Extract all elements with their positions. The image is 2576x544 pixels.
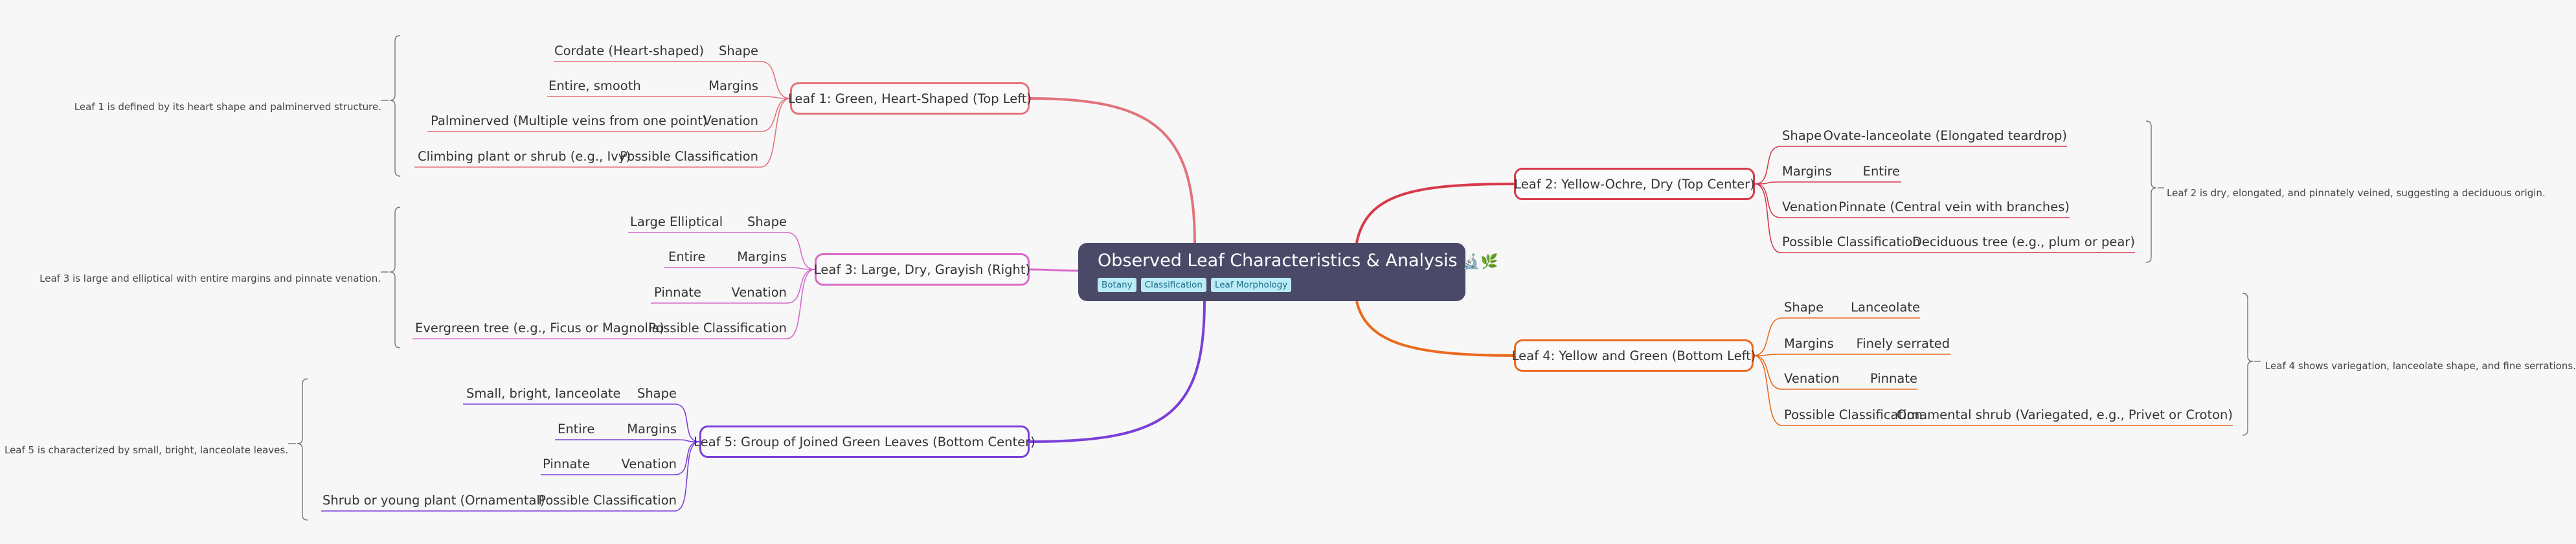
attr-link-leaf-2 [1754,181,1781,185]
attr-label-margins: Margins [1782,164,1832,179]
attr-label-margins: Margins [737,249,787,264]
branch-node-leaf-3[interactable]: Leaf 3: Large, Dry, Grayish (Right) [813,253,1031,286]
attr-label-shape: Shape [1784,300,1824,315]
root-tags: Botany Classification Leaf Morphology [1098,278,1446,292]
attr-value-venation: Pinnate (Central vein with branches) [1838,199,2070,214]
attr-link-leaf-5 [674,441,700,475]
attr-value-shape: Cordate (Heart-shaped) [554,43,705,58]
branch-node-leaf-2[interactable]: Leaf 2: Yellow-Ochre, Dry (Top Center) [1514,168,1755,200]
attr-label-classification: Possible Classification [648,321,787,335]
attr-value-classification: Evergreen tree (e.g., Ficus or Magnolia) [415,321,664,335]
summary-brace-leaf-1 [389,35,401,177]
branch-summary: Leaf 1 is defined by its heart shape and… [74,101,381,113]
branch-summary: Leaf 2 is dry, elongated, and pinnately … [2167,187,2546,199]
attr-link-leaf-2 [1754,183,1781,253]
attr-value-margins: Finely serrated [1856,336,1950,351]
attr-value-shape: Lanceolate [1851,300,1920,315]
root-link-leaf-1 [1029,97,1196,244]
attr-link-leaf-4 [1753,354,1783,356]
attr-label-classification: Possible Classification [538,493,677,508]
attr-link-leaf-3 [786,232,815,270]
attr-label-shape: Shape [1782,128,1822,143]
attr-value-venation: Pinnate [654,285,702,300]
attr-label-classification: Possible Classification [620,149,758,164]
attr-label-shape: Shape [718,43,758,58]
tag-leaf-morphology[interactable]: Leaf Morphology [1210,278,1292,292]
attr-label-margins: Margins [627,422,677,436]
attr-value-classification: Climbing plant or shrub (e.g., Ivy) [418,149,631,164]
attr-value-shape: Large Elliptical [630,214,723,229]
attr-label-venation: Venation [1782,199,1838,214]
attr-link-leaf-2 [1754,183,1781,218]
attr-value-margins: Entire [1862,164,1900,179]
root-title-row: Observed Leaf Characteristics & Analysis… [1098,249,1498,274]
attr-value-venation: Palminerved (Multiple veins from one poi… [431,113,708,128]
attr-label-margins: Margins [1784,336,1834,351]
branch-node-leaf-5[interactable]: Leaf 5: Group of Joined Green Leaves (Bo… [694,425,1035,458]
attr-label-shape: Shape [637,386,677,401]
microscope-leaf-icon: 🔬🌿 [1462,254,1498,270]
attr-value-venation: Pinnate [1870,371,1917,386]
summary-brace-leaf-4 [2242,293,2254,436]
attr-value-shape: Small, bright, lanceolate [466,386,621,401]
attr-value-classification: Ornamental shrub (Variegated, e.g., Priv… [1896,407,2233,422]
attr-link-leaf-1 [760,61,791,99]
attr-link-leaf-3 [786,269,815,339]
branch-title: Leaf 4: Yellow and Green (Bottom Left) [1511,348,1756,363]
attr-link-leaf-4 [1753,355,1783,426]
tag-classification[interactable]: Classification [1140,278,1206,292]
root-link-leaf-5 [1029,300,1206,443]
branch-title: Leaf 5: Group of Joined Green Leaves (Bo… [694,434,1035,449]
attr-link-leaf-4 [1753,355,1783,390]
branch-title: Leaf 3: Large, Dry, Grayish (Right) [813,262,1031,277]
branch-summary: Leaf 3 is large and elliptical with enti… [40,273,381,284]
summary-brace-leaf-3 [389,207,401,348]
attr-label-classification: Possible Classification [1782,234,1921,249]
branch-title: Leaf 1: Green, Heart-Shaped (Top Left) [787,91,1032,106]
root-link-leaf-2 [1355,183,1515,244]
attr-link-leaf-1 [760,98,791,132]
attr-link-leaf-5 [674,439,700,442]
attr-link-leaf-3 [786,267,815,270]
attr-link-leaf-4 [1753,317,1783,356]
branch-node-leaf-4[interactable]: Leaf 4: Yellow and Green (Bottom Left) [1511,339,1756,372]
summary-brace-leaf-5 [297,378,308,521]
branch-node-leaf-1[interactable]: Leaf 1: Green, Heart-Shaped (Top Left) [787,82,1032,115]
attr-value-margins: Entire, smooth [548,78,641,93]
attr-value-classification: Shrub or young plant (Ornamental) [322,493,545,508]
root-title: Observed Leaf Characteristics & Analysis [1098,251,1458,271]
attr-label-margins: Margins [708,78,758,93]
attr-link-leaf-1 [760,98,791,168]
attr-link-leaf-1 [760,96,791,99]
attr-label-shape: Shape [747,214,787,229]
branch-title: Leaf 2: Yellow-Ochre, Dry (Top Center) [1514,176,1755,192]
summary-brace-leaf-2 [2145,120,2157,263]
attr-value-venation: Pinnate [543,457,591,471]
root-link-leaf-3 [1029,268,1079,272]
attr-label-venation: Venation [621,457,677,471]
attr-value-margins: Entire [558,422,595,436]
attr-label-classification: Possible Classification [1784,407,1923,422]
attr-link-leaf-5 [674,403,700,442]
attr-label-venation: Venation [1784,371,1840,386]
root-link-leaf-4 [1355,300,1515,357]
attr-value-margins: Entire [668,249,706,264]
attr-link-leaf-5 [674,441,700,512]
branch-summary: Leaf 5 is characterized by small, bright… [4,444,288,456]
attr-label-venation: Venation [731,285,787,300]
attr-link-leaf-2 [1754,146,1781,185]
branch-summary: Leaf 4 shows variegation, lanceolate sha… [2265,360,2576,372]
attr-link-leaf-3 [786,269,815,304]
tag-botany[interactable]: Botany [1098,278,1136,292]
attr-label-venation: Venation [703,113,758,128]
root-node[interactable]: Observed Leaf Characteristics & Analysis… [1078,243,1498,301]
attr-value-classification: Deciduous tree (e.g., plum or pear) [1912,234,2135,249]
attr-value-shape: Ovate-lanceolate (Elongated teardrop) [1823,128,2067,143]
